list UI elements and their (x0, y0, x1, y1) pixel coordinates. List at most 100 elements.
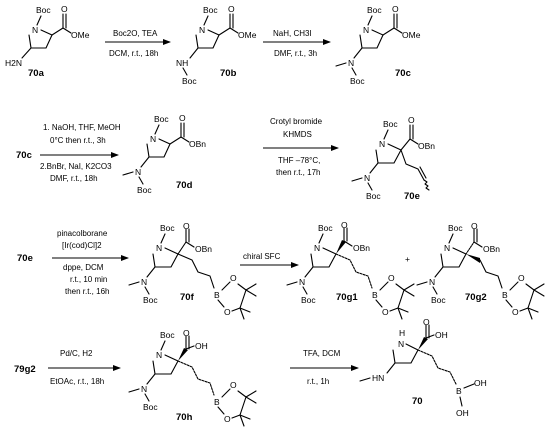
carbonyl-o-label: O (61, 4, 68, 14)
reaction-3-step2: 2.BnBr, NaI, K2CO3 (40, 162, 112, 171)
obn-label: OBn (189, 139, 206, 149)
boc-label: Boc (160, 330, 175, 340)
boc-label: Boc (160, 223, 175, 233)
wedge-bond (336, 240, 346, 254)
compound-70d-label: 70d (176, 180, 193, 191)
start-compound-70c: 70c (16, 150, 32, 161)
compound-70h-structure: Boc N O OH B O O N Boc 70h (128, 328, 257, 427)
ring-n-label: N (156, 350, 162, 360)
boron-label: B (214, 397, 220, 407)
compound-70e-structure: Boc N O OBn N Boc 70e (351, 115, 435, 202)
carbonyl-o-label: O (408, 115, 415, 125)
boc-label: Boc (448, 223, 463, 233)
pinacol-o2-label: O (224, 414, 231, 424)
boc-label: Boc (366, 191, 381, 201)
reaction-8-reagents: TFA, DCM (303, 349, 341, 358)
reaction-5-ligand-solvent: dppe, DCM (63, 263, 104, 272)
compound-70c-label: 70c (395, 68, 411, 79)
ome-label: OMe (402, 30, 421, 40)
hn-label: HN (372, 373, 384, 383)
compound-70-label: 70 (412, 396, 423, 407)
boc-label: Boc (367, 5, 382, 15)
oh-label: OH (435, 330, 448, 340)
compound-70b-structure: Boc N O OMe NH Boc 70b (176, 4, 257, 86)
compound-70g1-structure: Boc N O OBn B O O N Boc 70g1 (286, 220, 415, 320)
pinacol-o1-label: O (230, 273, 237, 283)
boron-label: B (214, 290, 220, 300)
pinacol-o1-label: O (230, 380, 237, 390)
ring-n-label: N (444, 243, 450, 253)
reaction-2-reagents: NaH, CH3I (273, 29, 312, 38)
obn-label: OBn (195, 244, 212, 254)
boc-label: Boc (182, 76, 197, 86)
ring-n-label: N (398, 339, 404, 349)
ring-n-label: N (156, 243, 162, 253)
reaction-2-conditions: DMF, r.t., 3h (274, 49, 317, 58)
ring-n-label: N (199, 25, 205, 35)
boc-label: Boc (301, 295, 316, 305)
pinacol-o1-label: O (388, 273, 395, 283)
compound-70c-structure: Boc N O OMe N Boc 70c (335, 4, 421, 86)
carbonyl-o-label: O (228, 4, 235, 14)
boronic-oh2-label: OH (456, 408, 469, 418)
reaction-1-reagents: Boc2O, TEA (113, 29, 158, 38)
ring-n-label: N (379, 139, 385, 149)
ring-n-label: N (363, 25, 369, 35)
boron-label: B (372, 290, 378, 300)
reaction-1-conditions: DCM, r.t., 18h (109, 49, 158, 58)
compound-70f-label: 70f (180, 292, 195, 303)
compound-70g2-label: 70g2 (465, 292, 487, 303)
wedge-bond (178, 348, 188, 361)
pinacol-o2-label: O (512, 307, 519, 317)
compound-70e-label: 70e (404, 191, 420, 202)
reaction-4-base: KHMDS (283, 130, 312, 139)
n-methyl-label: N (364, 173, 370, 183)
boc-label: Boc (143, 402, 158, 412)
reaction-3-step1: 1. NaOH, THF, MeOH (43, 123, 121, 132)
n-methyl-label: N (141, 277, 147, 287)
carbonyl-o-label: O (183, 328, 190, 338)
ome-label: OMe (71, 30, 90, 40)
n-methyl-label: N (135, 167, 141, 177)
boc-label: Boc (36, 5, 51, 15)
compound-70a-label: 70a (28, 68, 45, 79)
carbonyl-o-label: O (423, 317, 430, 327)
n-methyl-label: N (299, 277, 305, 287)
reaction-3-step1-temp: 0°C then r.t., 3h (50, 136, 106, 145)
pinacol-o1-label: O (518, 273, 525, 283)
ring-n-label: N (314, 243, 320, 253)
h2n-label: H2N (5, 58, 22, 68)
reaction-4-solvent-temp: THF –78°C, (278, 156, 320, 165)
boc-label: Boc (137, 185, 152, 195)
reaction-4-time: then r.t., 17h (276, 168, 320, 177)
obn-label: OBn (418, 141, 435, 151)
ring-n-label: N (150, 134, 156, 144)
carbonyl-o-label: O (183, 221, 190, 231)
oh-label: OH (195, 341, 208, 351)
boron-label: B (502, 290, 508, 300)
n-methyl-label: N (141, 384, 147, 394)
pinacol-o2-label: O (382, 307, 389, 317)
boronic-oh1-label: OH (474, 378, 487, 388)
boron-label: B (456, 386, 462, 396)
pinacol-o2-label: O (224, 307, 231, 317)
carbonyl-o-label: O (392, 4, 399, 14)
reaction-7-conditions: EtOAc, r.t., 18h (50, 377, 104, 386)
ome-label: OMe (238, 30, 257, 40)
obn-label: OBn (353, 243, 370, 253)
reaction-5-time2: then r.t., 16h (65, 287, 109, 296)
nh-label: NH (176, 58, 188, 68)
carbonyl-o-label: O (179, 113, 186, 123)
compound-70-structure: H N O OH B OH OH HN 70 (359, 317, 487, 418)
compound-70g1-label: 70g1 (336, 292, 358, 303)
compound-70f-structure: Boc N O OBn B O O N Boc 70f (128, 221, 257, 320)
reaction-8-conditions: r.t., 1h (307, 377, 329, 386)
plus-sign: + (405, 254, 410, 264)
n-methyl-label: N (348, 58, 354, 68)
compound-70a-structure: Boc N O OMe H2N 70a (5, 4, 90, 79)
wedge-bond (466, 254, 480, 263)
reaction-7-reagents: Pd/C, H2 (60, 349, 93, 358)
start-compound-70e: 70e (17, 253, 33, 264)
compound-70d-structure: Boc N O OBn N Boc 70d (122, 113, 206, 195)
boc-label: Boc (203, 5, 218, 15)
